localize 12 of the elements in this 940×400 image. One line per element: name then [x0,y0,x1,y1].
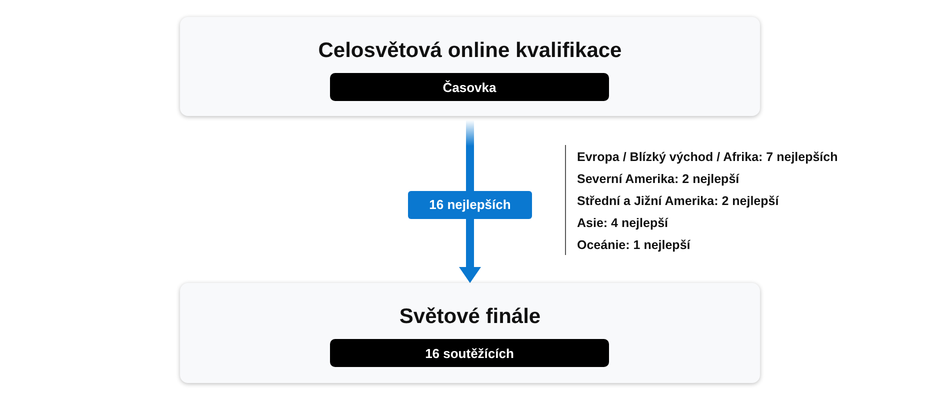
card-title: Celosvětová online kvalifikace [318,38,622,64]
region-quota-text: Oceánie: 1 nejlepší [577,237,690,253]
region-quota-text: Asie: 4 nejlepší [577,215,668,231]
format-bar: 16 soutěžících [330,339,609,367]
region-quota-text: Evropa / Blízký východ / Afrika: 7 nejlepších [577,149,838,165]
format-bar: Časovka [330,73,609,101]
stage-card [180,17,760,116]
region-quota-text: Severní Amerika: 2 nejlepší [577,171,740,187]
region-quota-text: Střední a Jižní Amerika: 2 nejlepší [577,193,779,209]
stage-card [180,283,760,383]
edge-label: 16 nejlepších [408,190,532,218]
card-title: Světové finále [399,304,541,330]
